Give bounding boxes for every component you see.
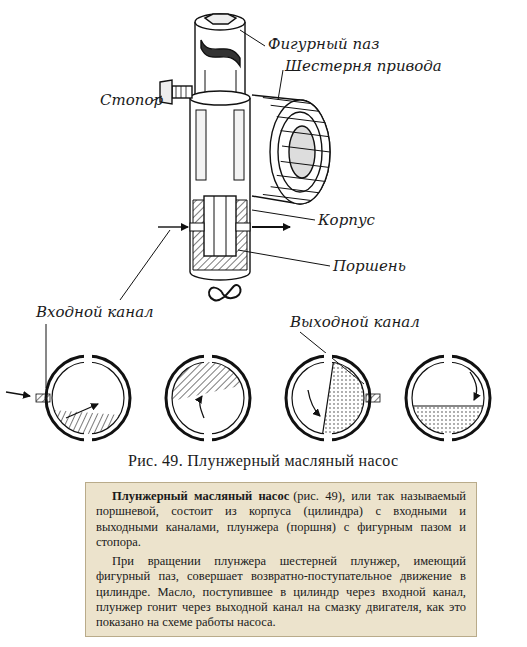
cylinder-ring bbox=[406, 353, 490, 443]
part-label: Корпус bbox=[318, 212, 375, 229]
working-scheme bbox=[36, 353, 490, 449]
paragraph: Плунжерный масляный насос(рис. 49), или … bbox=[96, 489, 466, 550]
part-label: Фигурный паз bbox=[268, 36, 379, 53]
part-label: Входной канал bbox=[36, 304, 154, 321]
body-text: При вращении плунжера шестерней плунжер,… bbox=[96, 554, 466, 630]
cylinder-ring bbox=[286, 353, 370, 443]
leader-lines bbox=[46, 30, 364, 388]
text-panel: Плунжерный масляный насос(рис. 49), или … bbox=[85, 482, 477, 637]
part-label: Шестерня привода bbox=[285, 58, 442, 75]
term-bold: Плунжерный масляный насос bbox=[112, 489, 289, 503]
stopper-bolt bbox=[160, 80, 192, 104]
figure-caption: Рис. 49. Плунжерный масляный насос bbox=[128, 452, 398, 470]
part-label: Поршень bbox=[333, 258, 406, 275]
drive-gear bbox=[252, 95, 330, 204]
part-label: Стопор bbox=[100, 92, 163, 109]
cylinder-ring bbox=[166, 353, 250, 443]
pump-body bbox=[158, 14, 330, 300]
inlet-arrow bbox=[6, 392, 30, 396]
part-label: Выходной канал bbox=[290, 314, 420, 331]
